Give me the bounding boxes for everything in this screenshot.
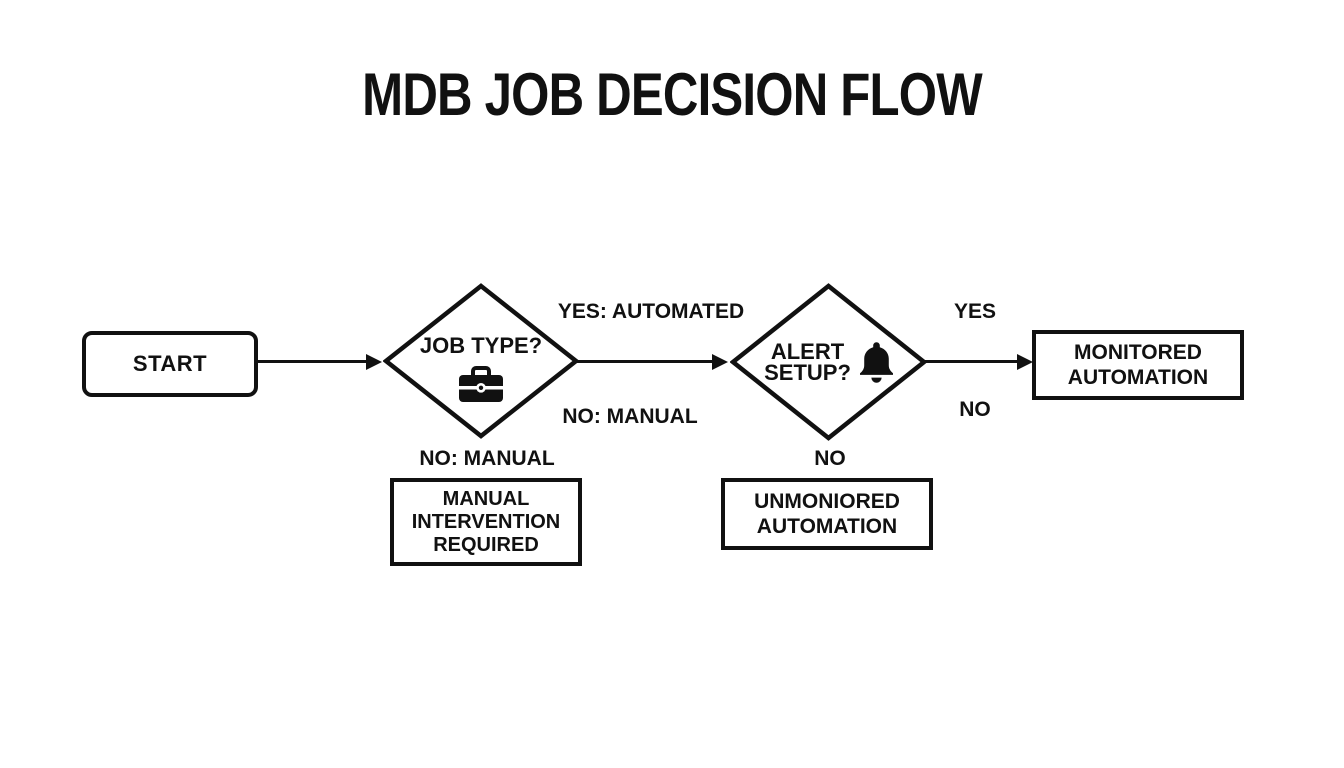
decision-job-type-content: JOB TYPE? [383,283,579,439]
manual-box-line3: REQUIRED [433,533,539,556]
edge-label-yes-right: YES [953,300,997,323]
node-unmonitored-automation: UNMONIORED AUTOMATION [721,478,933,550]
node-start-label: START [132,351,208,376]
edge-label-no-manual-down: NO: MANUAL [419,447,555,470]
briefcase-icon [459,365,503,402]
manual-box-line1: MANUAL [442,487,530,510]
decision-alert-setup-diamond [730,283,927,441]
monitored-box-line2: AUTOMATION [1067,366,1209,389]
decision-job-type-label: JOB TYPE? [419,332,543,358]
bell-icon [859,342,893,383]
page-title: MDB JOB DECISION FLOW [362,61,982,128]
edge-line-jobtype-to-alertsetup [576,360,714,363]
decision-alert-setup-content: ALERT SETUP? [730,283,927,441]
unmonitored-box-line2: AUTOMATION [756,515,898,538]
edge-label-yes-automated: YES: AUTOMATED [557,300,745,323]
unmonitored-box-line1: UNMONIORED [754,490,900,513]
edge-label-no-down: NO [814,447,846,470]
edge-label-no-manual-inline: NO: MANUAL [562,405,698,428]
edge-label-no-right: NO [959,398,991,421]
arrowhead-start-to-jobtype [366,354,382,370]
edge-line-alertsetup-to-monitored [925,360,1019,363]
arrowhead-jobtype-to-alertsetup [712,354,728,370]
decision-alert-setup-line1: ALERT [770,339,845,364]
decision-alert-setup-label: ALERT SETUP? [764,339,851,385]
monitored-box-line1: MONITORED [1074,341,1202,364]
edge-line-start-to-jobtype [256,360,368,363]
decision-job-type-diamond [383,283,579,439]
manual-box-line2: INTERVENTION [411,510,561,533]
node-monitored-automation: MONITORED AUTOMATION [1032,330,1244,400]
decision-alert-setup-line2: SETUP? [764,360,851,385]
node-manual-intervention-required: MANUAL INTERVENTION REQUIRED [390,478,582,566]
node-start: START [82,331,258,397]
arrowhead-alertsetup-to-monitored [1017,354,1033,370]
